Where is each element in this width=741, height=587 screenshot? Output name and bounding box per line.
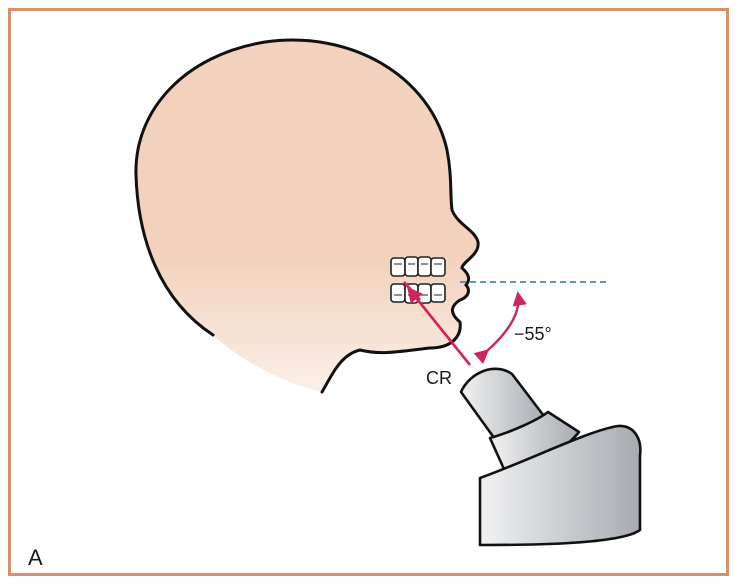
xray-tube	[461, 369, 640, 545]
head-silhouette	[136, 40, 478, 392]
central-ray-label: CR	[426, 368, 452, 388]
panel-label: A	[28, 545, 43, 570]
angle-label: −55°	[514, 324, 552, 344]
